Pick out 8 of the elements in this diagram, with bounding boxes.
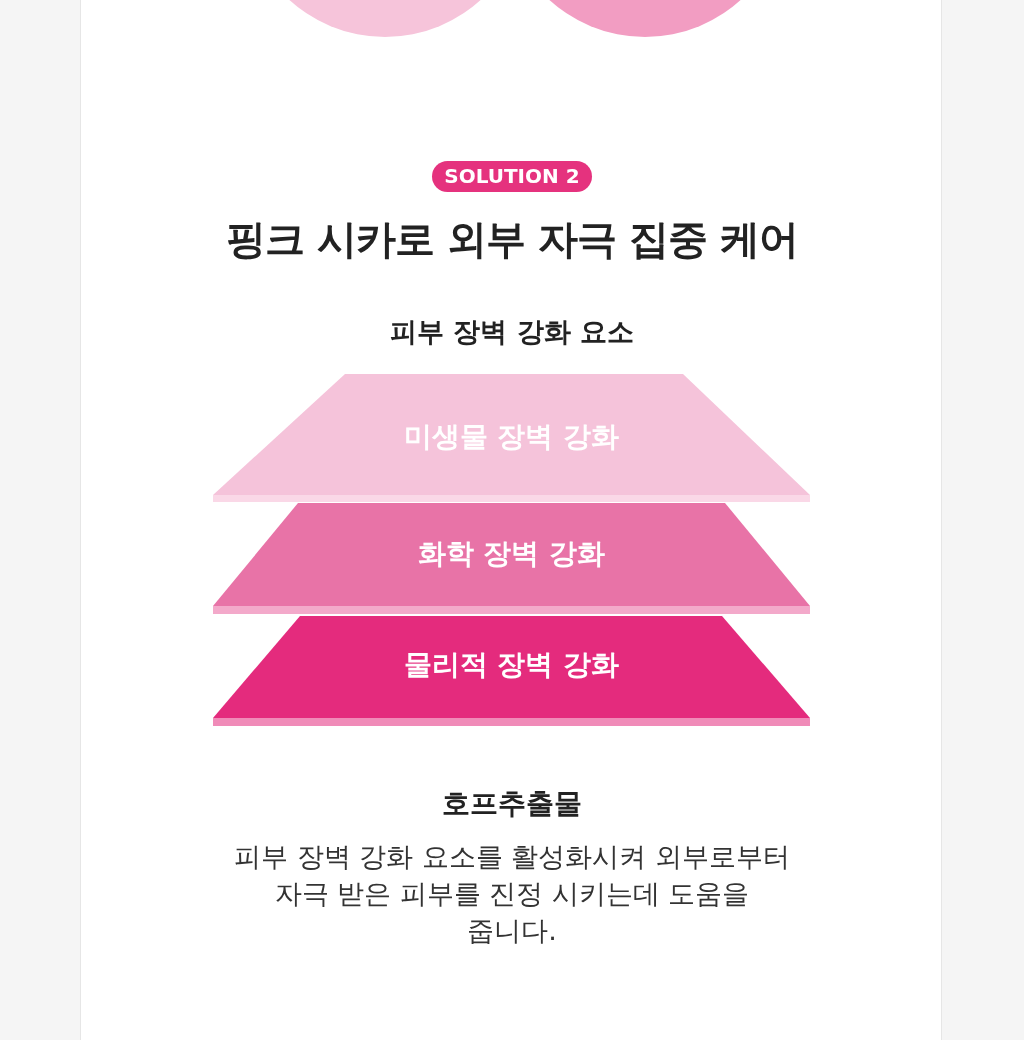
layer-label: 물리적 장벽 강화 xyxy=(403,647,620,683)
layer-label: 화학 장벽 강화 xyxy=(417,536,606,572)
subheading: 피부 장벽 강화 요소 xyxy=(389,315,635,349)
description-text: 피부 장벽 강화 요소를 활성화시켜 외부로부터 자극 받은 피부를 진정 시키는데 도움을 줍니다. xyxy=(233,840,791,948)
layer-label: 미생물 장벽 강화 xyxy=(403,419,620,455)
ingredient-name: 호프추출물 xyxy=(442,786,582,822)
heading: 핑크 시카로 외부 자극 집중 케어 xyxy=(226,216,798,262)
solution-badge: SOLUTION 2 xyxy=(432,161,592,192)
